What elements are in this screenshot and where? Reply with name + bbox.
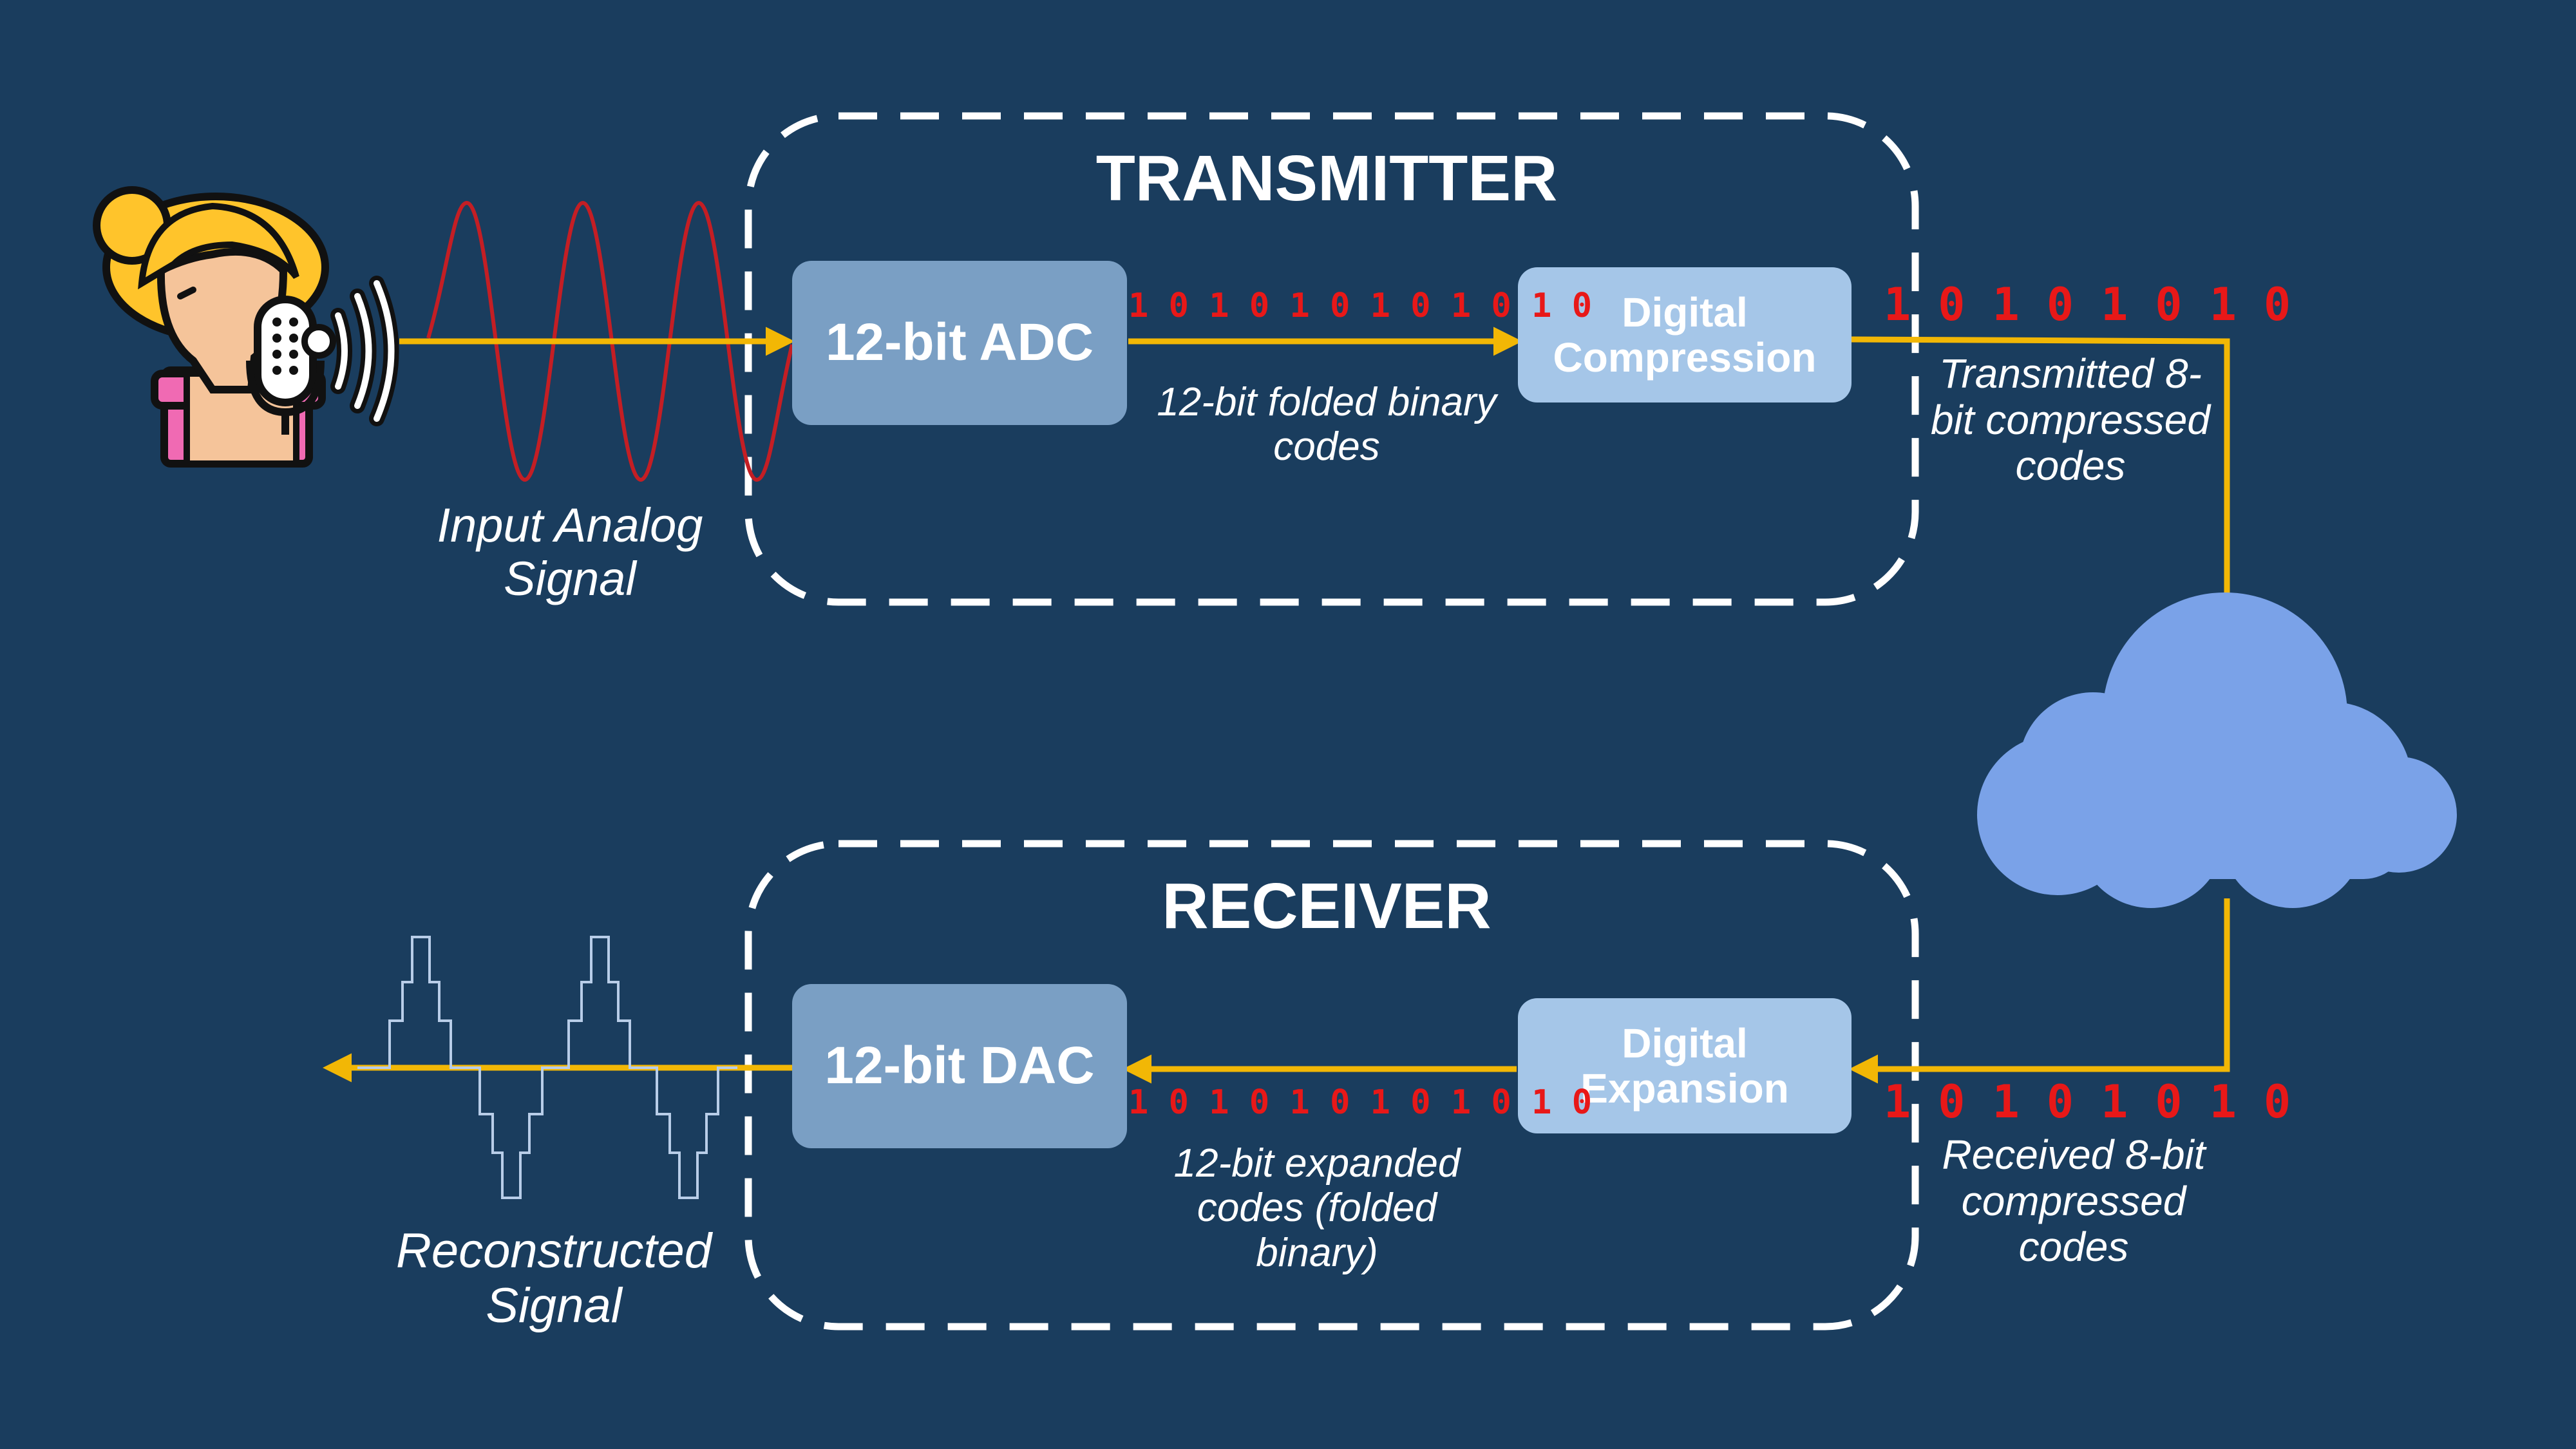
- input-signal-label: Input Analog Signal: [437, 498, 703, 605]
- speaker-person-icon: [93, 186, 329, 468]
- transmitter-title: TRANSMITTER: [1095, 142, 1558, 214]
- expanded-bits: 1 0 1 0 1 0 1 0 1 0 1 0: [1128, 1083, 1593, 1122]
- received-caption: Received 8-bit compressed codes: [1942, 1132, 2206, 1271]
- expanded-caption: 12-bit expanded codes (folded binary): [1173, 1141, 1461, 1275]
- adc-output-caption: 12-bit folded binary codes: [1157, 380, 1497, 469]
- received-bits: 1 0 1 0 1 0 1 0: [1884, 1075, 2291, 1128]
- transmitter-boundary: [744, 112, 1919, 606]
- compressed-caption: Transmitted 8-bit compressed codes: [1931, 350, 2210, 489]
- sound-waves-icon: [330, 276, 399, 426]
- adc-output-bits: 1 0 1 0 1 0 1 0 1 0 1 0: [1128, 287, 1593, 325]
- compressed-bits: 1 0 1 0 1 0 1 0: [1884, 278, 2291, 331]
- receiver-title: RECEIVER: [1162, 870, 1492, 942]
- cloud-icon: [1977, 592, 2457, 908]
- compression-block: Digital Compression: [1518, 267, 1852, 402]
- output-signal-label: Reconstructed Signal: [395, 1224, 712, 1334]
- adc-block: 12-bit ADC: [792, 261, 1127, 425]
- dac-block: 12-bit DAC: [792, 984, 1127, 1148]
- receiver-boundary: [744, 840, 1919, 1331]
- reconstructed-wave: [357, 936, 737, 1199]
- compression-to-cloud-arrow: [1851, 336, 2242, 624]
- microphone-icon: [246, 296, 336, 435]
- cloud-to-expansion-arrow: [1849, 898, 2230, 1084]
- expansion-block: Digital Expansion: [1518, 998, 1852, 1133]
